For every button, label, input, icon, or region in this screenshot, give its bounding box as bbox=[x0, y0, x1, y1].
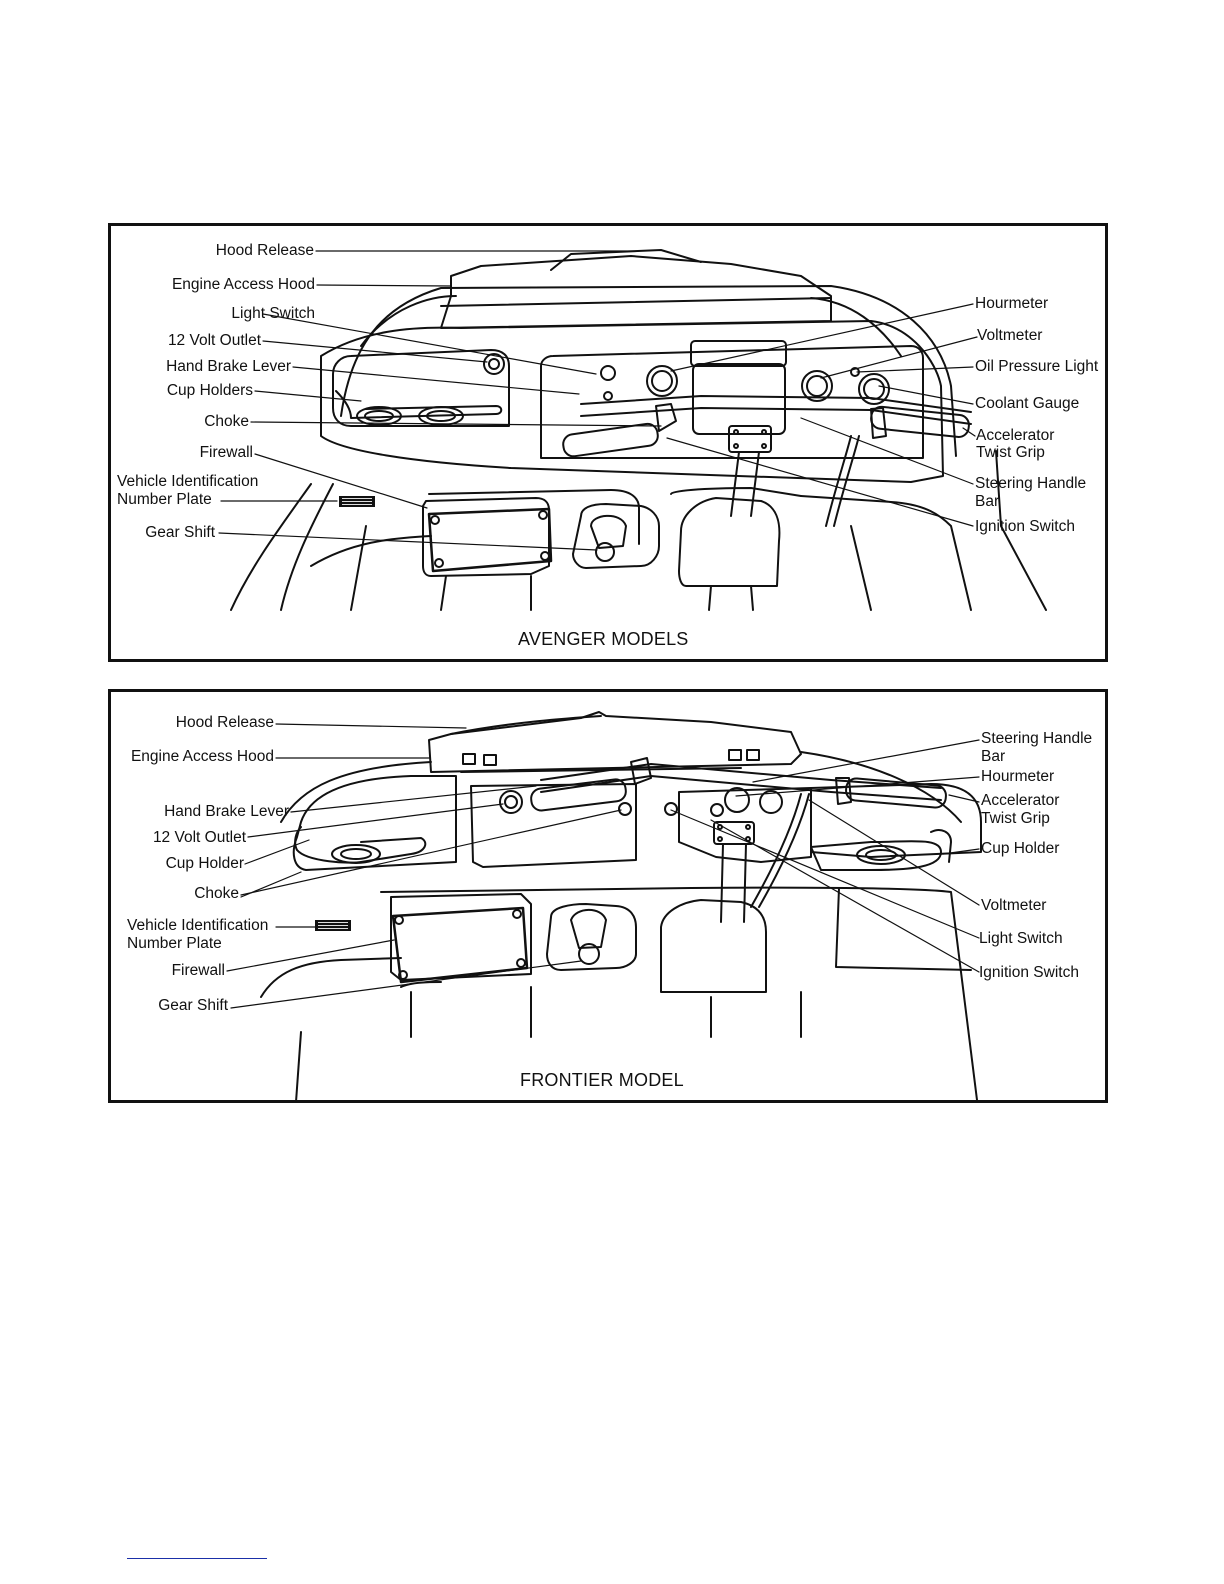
label-choke: Choke bbox=[204, 413, 249, 430]
label-12-volt-outlet: 12 Volt Outlet bbox=[167, 332, 261, 349]
label-voltmeter: Voltmeter bbox=[977, 327, 1043, 344]
label-accelerator: Accelerator bbox=[981, 792, 1060, 809]
avenger-diagram-panel: Hood Release Engine Access Hood Light Sw… bbox=[108, 223, 1108, 662]
label-cup-holder-right: Cup Holder bbox=[981, 840, 1060, 857]
label-vehicle-identification: Vehicle Identification bbox=[117, 473, 259, 490]
label-firewall: Firewall bbox=[171, 962, 225, 979]
label-firewall: Firewall bbox=[199, 444, 253, 461]
label-hourmeter: Hourmeter bbox=[975, 295, 1049, 312]
frontier-diagram-panel: Hood Release Engine Access Hood Hand Bra… bbox=[108, 689, 1108, 1103]
label-bar: Bar bbox=[975, 493, 1000, 510]
label-oil-pressure-light: Oil Pressure Light bbox=[975, 358, 1099, 375]
label-gear-shift: Gear Shift bbox=[145, 524, 215, 541]
avenger-caption: AVENGER MODELS bbox=[518, 629, 689, 649]
label-hand-brake-lever: Hand Brake Lever bbox=[164, 803, 289, 820]
label-steering-handle: Steering Handle bbox=[975, 475, 1087, 492]
label-twist-grip: Twist Grip bbox=[981, 810, 1050, 827]
label-hourmeter: Hourmeter bbox=[981, 768, 1055, 785]
vin-plate-icon bbox=[339, 496, 375, 507]
label-cup-holders: Cup Holders bbox=[166, 382, 253, 399]
label-cup-holder-left: Cup Holder bbox=[165, 855, 244, 872]
frontier-caption: FRONTIER MODEL bbox=[520, 1070, 684, 1090]
label-hand-brake-lever: Hand Brake Lever bbox=[166, 358, 291, 375]
label-twist-grip: Twist Grip bbox=[976, 444, 1045, 461]
label-hood-release: Hood Release bbox=[215, 242, 314, 259]
label-ignition-switch: Ignition Switch bbox=[975, 518, 1075, 535]
label-light-switch: Light Switch bbox=[979, 930, 1063, 947]
label-voltmeter: Voltmeter bbox=[981, 897, 1047, 914]
label-choke: Choke bbox=[194, 885, 239, 902]
label-accelerator: Accelerator bbox=[976, 427, 1055, 444]
label-engine-access-hood: Engine Access Hood bbox=[130, 748, 274, 765]
vin-plate-icon bbox=[315, 920, 351, 931]
footer-rule bbox=[127, 1558, 267, 1559]
label-light-switch: Light Switch bbox=[231, 305, 315, 322]
label-vehicle-identification: Vehicle Identification bbox=[127, 917, 269, 934]
label-12-volt-outlet: 12 Volt Outlet bbox=[152, 829, 246, 846]
label-ignition-switch: Ignition Switch bbox=[979, 964, 1079, 981]
avenger-dashboard-illustration bbox=[218, 249, 1047, 611]
label-gear-shift: Gear Shift bbox=[158, 997, 228, 1014]
label-number-plate: Number Plate bbox=[127, 935, 222, 952]
label-engine-access-hood: Engine Access Hood bbox=[171, 276, 315, 293]
label-steering-handle: Steering Handle bbox=[981, 730, 1093, 747]
label-bar: Bar bbox=[981, 748, 1006, 765]
frontier-dashboard-illustration bbox=[226, 711, 982, 1100]
label-coolant-gauge: Coolant Gauge bbox=[975, 395, 1080, 412]
label-number-plate: Number Plate bbox=[117, 491, 212, 508]
label-hood-release: Hood Release bbox=[175, 714, 274, 731]
